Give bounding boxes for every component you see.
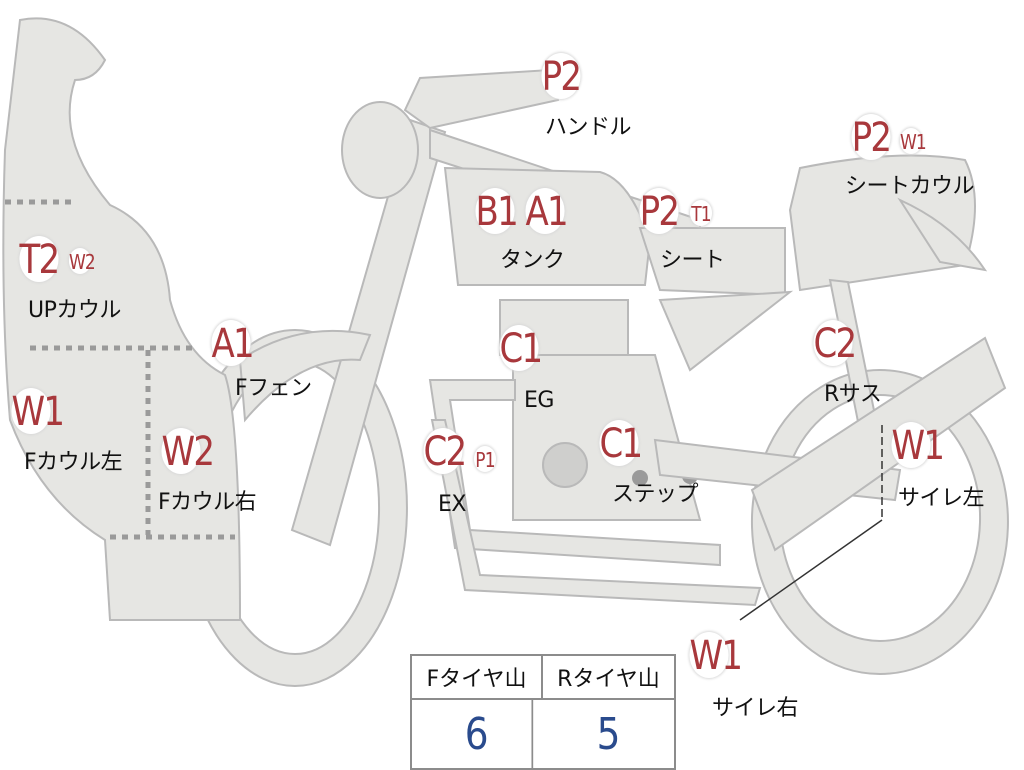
- label-up-cowl: UPカウル: [28, 298, 121, 323]
- grade-handle: P2: [541, 53, 582, 100]
- headlight: [341, 101, 419, 199]
- handlebar: [403, 68, 560, 130]
- label-r-suspension: Rサス: [824, 382, 882, 407]
- label-silencer-left: サイレ左: [898, 486, 985, 511]
- engine-cover: [542, 442, 588, 488]
- grade-tank-1: B1: [475, 188, 519, 235]
- label-handle: ハンドル: [545, 115, 632, 140]
- label-f-fender: Fフェン: [235, 376, 312, 401]
- grade-f-cowl-right: W2: [161, 428, 215, 475]
- label-silencer-right: サイレ右: [712, 696, 799, 721]
- grade-exhaust-sub: P1: [473, 446, 497, 472]
- front-tire-value: 6: [422, 700, 534, 768]
- grade-engine: C1: [499, 325, 543, 372]
- seat-cowl-tip: [897, 197, 988, 272]
- rear-tire-value: 5: [596, 708, 621, 760]
- label-engine: EG: [524, 388, 554, 413]
- grade-exhaust: C2: [423, 428, 467, 475]
- grade-up-cowl-sub: W2: [68, 248, 96, 274]
- label-seat: シート: [660, 248, 725, 273]
- rear-subframe: [658, 290, 794, 372]
- silencer: [750, 336, 1007, 552]
- grade-seat-cowl-sub: W1: [899, 128, 927, 154]
- grade-seat-sub: T1: [689, 200, 713, 226]
- label-tank: タンク: [500, 248, 565, 273]
- grade-f-fender: A1: [211, 320, 255, 367]
- grade-seat-cowl: P2: [851, 114, 892, 161]
- grade-seat: P2: [639, 188, 680, 235]
- tire-tread-table: Fタイヤ山 Rタイヤ山 6 5: [410, 654, 676, 770]
- rear-wheel: [750, 369, 1009, 675]
- grade-r-suspension: C2: [813, 320, 857, 367]
- grade-tank-2: A1: [525, 188, 569, 235]
- grade-f-cowl-left: W1: [11, 388, 65, 435]
- rear-tire-header: Rタイヤ山: [543, 656, 674, 700]
- grade-silencer-right: W1: [689, 632, 743, 679]
- label-exhaust: EX: [438, 492, 466, 517]
- label-seat-cowl: シートカウル: [845, 174, 975, 199]
- grade-step: C1: [599, 420, 643, 467]
- front-fender: [238, 329, 372, 423]
- grade-up-cowl: T2: [19, 236, 60, 283]
- exhaust-pipe-2: [430, 419, 762, 607]
- label-f-cowl-left: Fカウル左: [24, 450, 123, 475]
- label-step: ステップ: [612, 482, 699, 507]
- label-f-cowl-right: Fカウル右: [158, 490, 257, 515]
- front-tire-header: Fタイヤ山: [412, 656, 543, 700]
- grade-silencer-left: W1: [891, 422, 945, 469]
